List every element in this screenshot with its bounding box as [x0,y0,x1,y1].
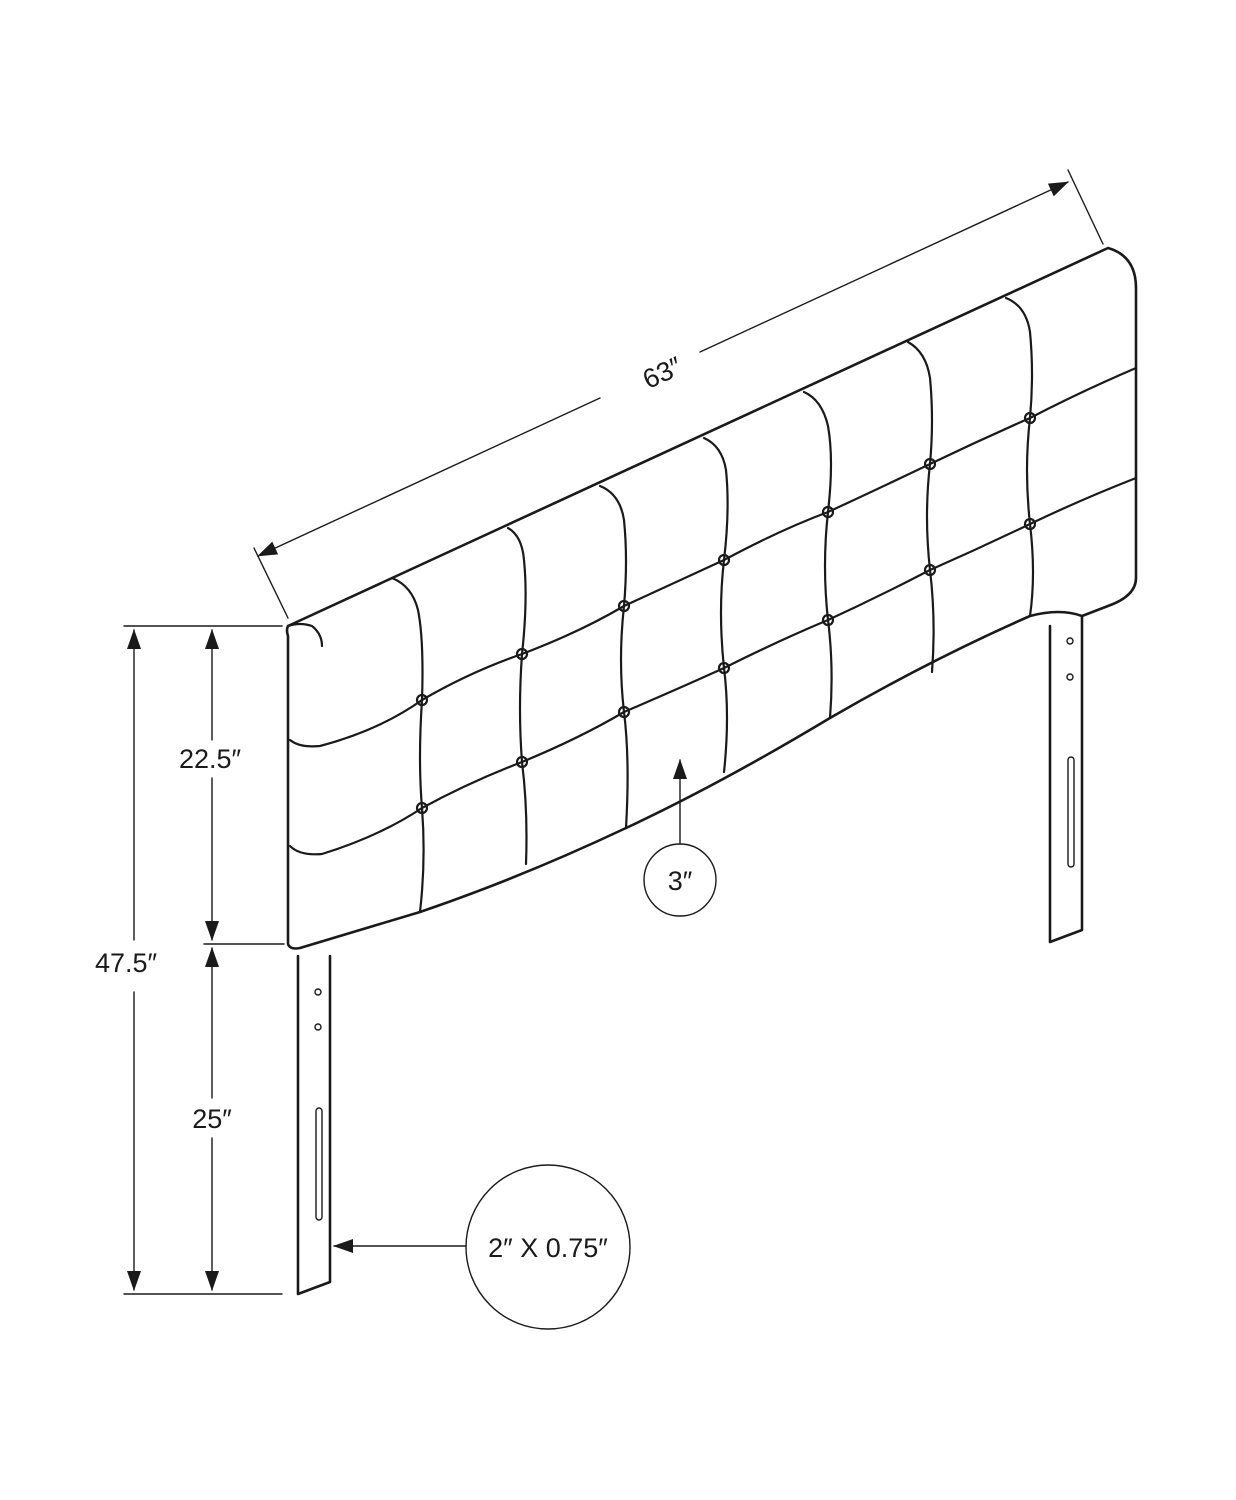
headboard-panel [285,246,1138,950]
thickness-callout: 3″ [643,759,717,917]
leg-size-label: 2″ X 0.75″ [488,1233,608,1263]
leg-size-callout: 2″ X 0.75″ [333,1164,631,1330]
tufting-buttons [415,411,1037,815]
thickness-label: 3″ [668,866,693,896]
panel-height-label: 22.5″ [179,744,242,774]
right-leg [1048,614,1084,944]
left-leg [296,954,332,1296]
height-extension-lines [123,625,285,1295]
total-height-label: 47.5″ [95,948,158,978]
width-dimension: 63″ [253,169,1104,619]
width-label: 63″ [638,351,687,395]
total-height-dimension: 47.5″ [95,629,158,1291]
leg-height-dimension: 25″ [192,947,232,1291]
panel-height-dimension: 22.5″ [179,629,242,941]
leg-height-label: 25″ [192,1104,232,1134]
